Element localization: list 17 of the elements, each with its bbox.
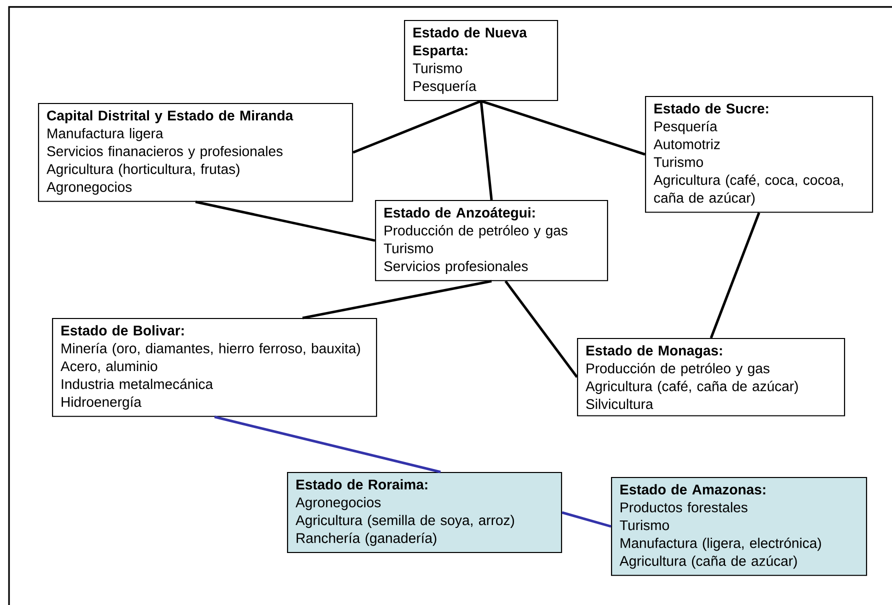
text-box: Estado de Roraima: Agronegocios Agricultura (semilla de soya, arroz) Ranchería (ganadería) bbox=[287, 472, 562, 554]
text-box: Estado de Bolivar: Minería (oro, diamantes, hierro ferroso, bauxita) Acero, aluminio Industria metalmecánica Hidroenergía bbox=[52, 318, 378, 417]
connector-line bbox=[195, 200, 376, 242]
connector-line bbox=[480, 100, 493, 200]
text-box: Estado de Monagas: Producción de petróleo y gas Agricultura (café, caña de azúcar) Silvicultura bbox=[577, 338, 846, 416]
connector-line bbox=[504, 280, 578, 378]
text-box: Capital Distrital y Estado de Miranda Manufactura ligera Servicios finanacieros y profesionales Agricultura (horticultura, frutas) Agronegocios bbox=[38, 102, 354, 202]
text-box: Estado de Anzoátegui: Producción de petróleo y gas Turismo Servicios profesionales bbox=[375, 200, 608, 282]
text-box: Estado de Amazonas: Productos forestales Turismo Manufactura (ligera, electrónica) Agricultura (caña de azúcar) bbox=[611, 476, 868, 576]
connector-line bbox=[480, 100, 646, 156]
text-box: Estado de Nueva Esparta: Turismo Pesquería bbox=[404, 20, 558, 102]
text-box: Estado de Sucre: Pesquería Automotriz Turismo Agricultura (café, coca, cocoa, caña de azúcar) bbox=[645, 96, 874, 213]
connector-line bbox=[710, 212, 760, 338]
connector-line bbox=[562, 511, 612, 528]
connector-line bbox=[352, 100, 482, 154]
connector-line bbox=[214, 416, 441, 474]
connector-line bbox=[302, 280, 492, 320]
